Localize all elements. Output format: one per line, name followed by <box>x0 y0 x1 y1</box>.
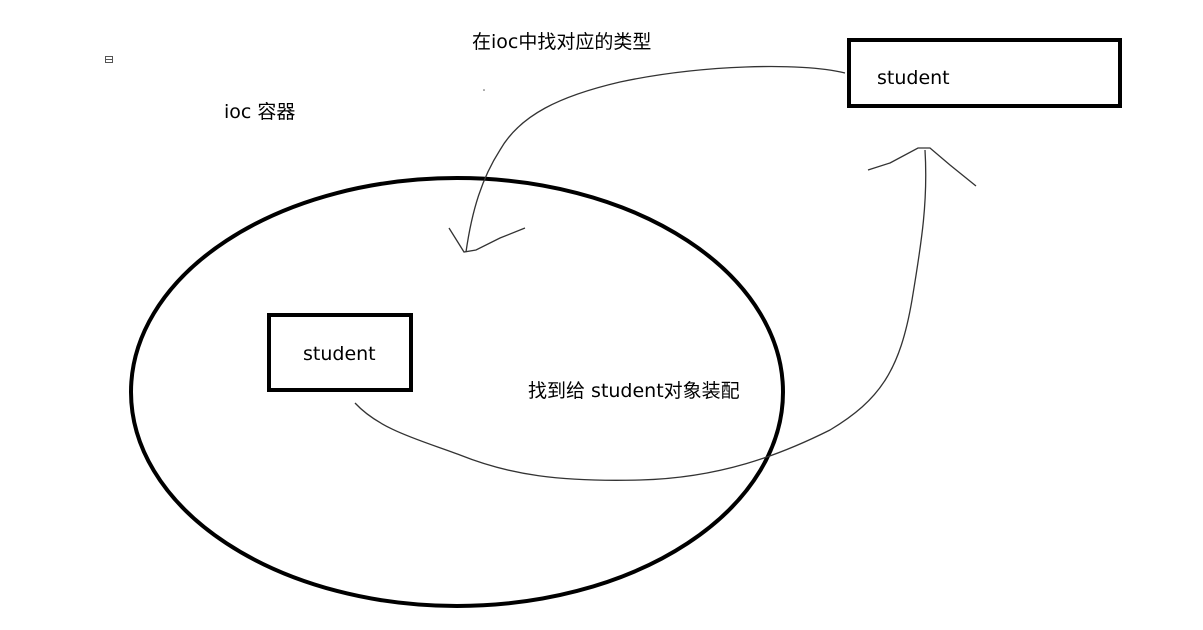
lookup-arrow-head <box>448 227 526 253</box>
find-type-label: 在ioc中找对应的类型 <box>472 31 652 53</box>
ioc-container-ellipse <box>129 176 785 608</box>
inject-arrow-curve <box>354 149 927 481</box>
outer-student-box: student <box>847 38 1122 108</box>
inject-arrow-head <box>867 147 977 187</box>
inner-student-box: student <box>267 313 413 392</box>
inject-label: 找到给 student对象装配 <box>528 380 740 402</box>
ioc-container-label: ioc 容器 <box>224 101 296 123</box>
small-window-icon <box>105 56 113 63</box>
outer-student-label: student <box>877 67 950 89</box>
lookup-arrow-curve <box>465 65 846 253</box>
stray-dot <box>483 89 485 91</box>
inner-student-label: student <box>303 343 376 365</box>
